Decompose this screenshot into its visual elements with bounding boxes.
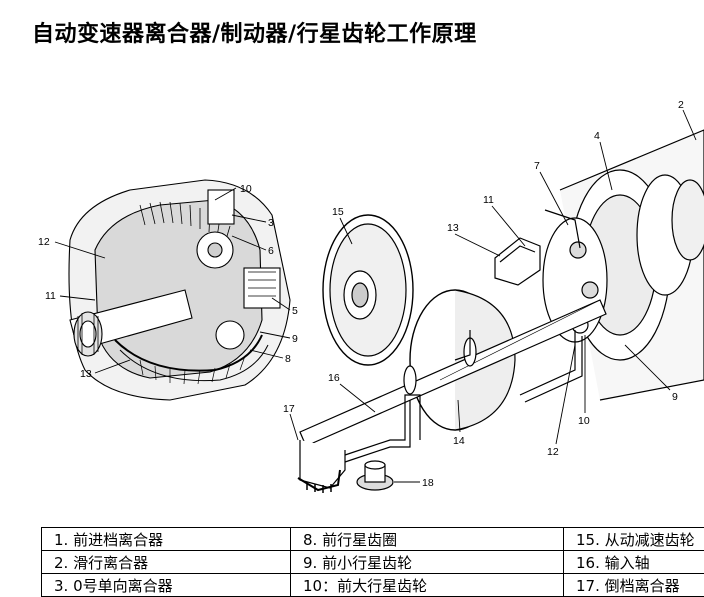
callout-right-14: 14 [453,435,465,447]
callout-right-15: 15 [332,206,344,218]
callout-left-11: 11 [45,290,56,302]
callout-left-9: 9 [292,333,298,345]
callout-left-5: 5 [292,305,298,317]
legend-cell: 2. 滑行离合器 [42,551,291,574]
legend-cell: 8. 前行星齿圈 [291,528,564,551]
legend-cell: 1. 前进档离合器 [42,528,291,551]
legend-row: 1. 前进档离合器 8. 前行星齿圈 15. 从动减速齿轮 [42,528,704,551]
legend-cell: 3. 0号单向离合器 [42,574,291,597]
callout-right-9: 9 [672,391,678,403]
legend-cell: 16. 输入轴 [564,551,704,574]
callout-left-3: 3 [268,217,274,229]
callout-left-13: 13 [80,368,92,380]
callout-right-11: 11 [483,194,494,206]
right-exploded-assembly [298,130,704,493]
callout-right-7: 7 [534,160,540,172]
callout-right-12: 12 [547,446,559,458]
callout-right-16: 16 [328,372,340,384]
callout-left-6: 6 [268,245,274,257]
parts-legend-table: 1. 前进档离合器 8. 前行星齿圈 15. 从动减速齿轮 2. 滑行离合器 9… [41,527,704,597]
callout-right-10: 10 [578,415,590,427]
callout-left-8: 8 [285,353,291,365]
legend-row: 2. 滑行离合器 9. 前小行星齿轮 16. 输入轴 [42,551,704,574]
legend-cell: 15. 从动减速齿轮 [564,528,704,551]
legend-row: 3. 0号单向离合器 10：前大行星齿轮 17. 倒档离合器 [42,574,704,597]
legend-cell: 9. 前小行星齿轮 [291,551,564,574]
callout-right-18: 18 [422,477,434,489]
callout-right-17: 17 [283,403,295,415]
callout-right-2: 2 [678,99,684,111]
legend-cell: 10：前大行星齿轮 [291,574,564,597]
callout-left-12: 12 [38,236,50,248]
callout-right-4: 4 [594,130,600,142]
left-cutaway-assembly [69,180,290,400]
legend-cell: 17. 倒档离合器 [564,574,704,597]
callout-right-13: 13 [447,222,459,234]
callout-left-10: 10 [240,183,252,195]
